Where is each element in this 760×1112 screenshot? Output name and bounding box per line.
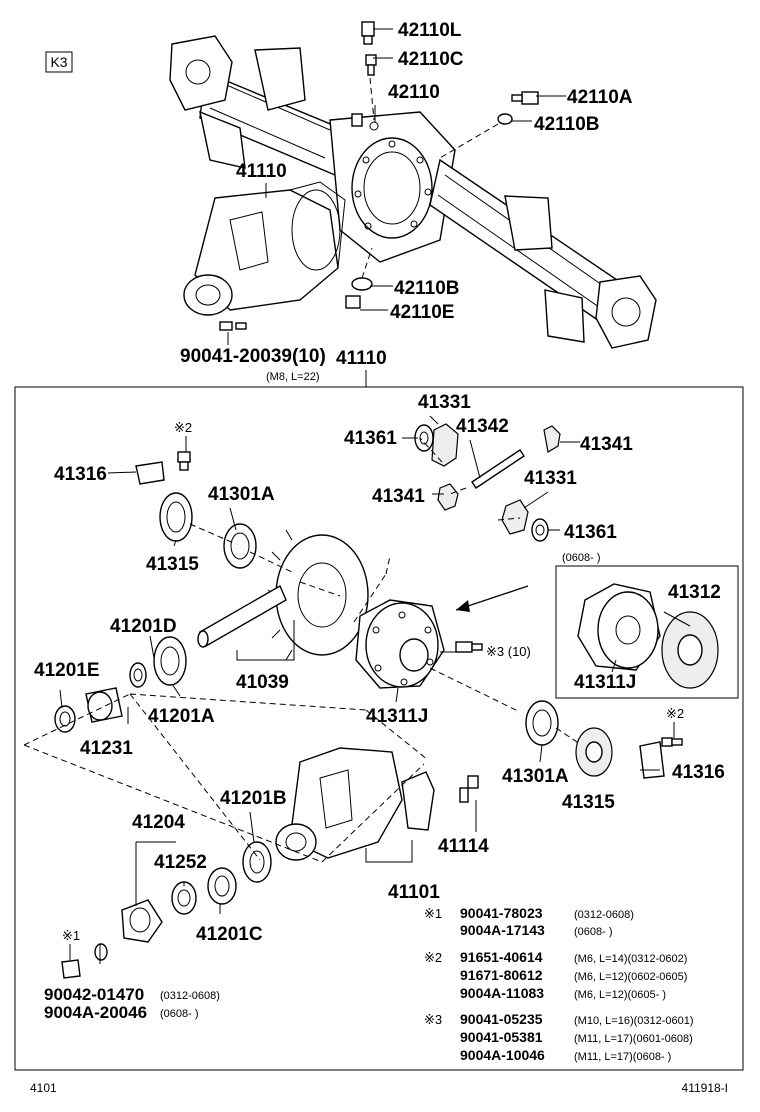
note2-spec-0: (M6, L=14)(0312-0602) xyxy=(574,953,687,965)
badge-k3: K3 xyxy=(50,54,67,70)
diff-case-41311J-drawing xyxy=(355,599,483,689)
label-41114: 41114 xyxy=(438,836,489,857)
label-42110A: 42110A xyxy=(567,87,633,108)
note1-pn-1: 9004A-17143 xyxy=(460,922,545,938)
label-41316-left: 41316 xyxy=(54,464,107,485)
upper-leaders xyxy=(227,28,566,345)
label-42110: 42110 xyxy=(388,82,440,103)
note3-pn-2: 9004A-10046 xyxy=(460,1047,545,1063)
label-41201C: 41201C xyxy=(196,924,263,945)
note-2-right: ※2 xyxy=(666,706,684,721)
label-41201D: 41201D xyxy=(110,616,177,637)
label-42110B-top: 42110B xyxy=(534,114,600,135)
note-mark-2: ※2 xyxy=(424,950,442,965)
label-41315-top: 41315 xyxy=(146,554,199,575)
label-41341-right: 41341 xyxy=(580,434,633,455)
date-0608: (0608- ) xyxy=(562,552,601,564)
inset-41311J-41312-drawing xyxy=(577,583,719,689)
note3-spec-1: (M11, L=17)(0601-0608) xyxy=(574,1033,693,1045)
badge-frame xyxy=(45,51,73,73)
label-41201B: 41201B xyxy=(220,788,287,809)
label-bolt-90041-20039: 90041-20039(10) xyxy=(180,346,326,367)
note3-spec-0: (M10, L=16)(0312-0601) xyxy=(574,1015,694,1027)
inset-frame xyxy=(555,565,739,699)
box-title-41110: 41110 xyxy=(336,348,387,369)
note2-pn-1: 91671-80612 xyxy=(460,967,543,983)
label-9004A-20046-date: (0608- ) xyxy=(160,1008,199,1020)
note2-spec-1: (M6, L=12)(0602-0605) xyxy=(574,971,687,983)
label-41101: 41101 xyxy=(388,882,440,903)
label-41201A: 41201A xyxy=(148,706,215,727)
note1-spec-1: (0608- ) xyxy=(574,926,613,938)
bearing-41301A-top-drawing xyxy=(159,492,257,569)
note-1-left: ※1 xyxy=(62,928,80,943)
label-41361-top: 41361 xyxy=(344,428,397,449)
note3-pn-0: 90041-05235 xyxy=(460,1011,543,1027)
lower-leaders xyxy=(59,415,691,964)
note2-pn-0: 91651-40614 xyxy=(460,949,543,965)
label-41316-right: 41316 xyxy=(672,762,725,783)
axle-housing-drawing xyxy=(169,35,657,349)
label-9004A-20046: 9004A-20046 xyxy=(44,1003,147,1022)
label-42110L: 42110L xyxy=(398,20,462,41)
note1-pn-0: 90041-78023 xyxy=(460,905,543,921)
label-41301A-bottom: 41301A xyxy=(502,766,569,787)
dashed-assembly-lines xyxy=(23,693,429,863)
label-41312: 41312 xyxy=(668,582,721,603)
label-41311J-inset: 41311J xyxy=(574,672,636,693)
arrow-head xyxy=(456,600,470,612)
exploded-view-frame xyxy=(14,386,744,1071)
vent-plug-parts xyxy=(219,21,539,331)
note2-pn-2: 9004A-11083 xyxy=(460,985,544,1001)
bearing-pinion-stack-drawing xyxy=(54,636,187,733)
label-41341-left: 41341 xyxy=(372,486,425,507)
note3-spec-2: (M11, L=17)(0608- ) xyxy=(574,1051,671,1063)
note-mark-1: ※1 xyxy=(424,906,442,921)
label-41331-top: 41331 xyxy=(418,392,471,413)
label-90042-date: (0312-0608) xyxy=(160,990,220,1002)
bracket-41316-left-drawing xyxy=(135,451,191,485)
label-41315-bottom: 41315 xyxy=(562,792,615,813)
note-2-left: ※2 xyxy=(174,420,192,435)
note2-spec-2: (M6, L=12)(0605- ) xyxy=(574,989,666,1001)
label-90042-01470: 90042-01470 xyxy=(44,985,144,1004)
note-mark-3: ※3 xyxy=(424,1012,442,1027)
label-41342: 41342 xyxy=(456,416,509,437)
label-bolt-spec: (M8, L=22) xyxy=(266,371,320,383)
front-bearing-flange-drawing xyxy=(61,841,272,979)
label-42110E: 42110E xyxy=(390,302,454,323)
note3-pn-1: 90041-05381 xyxy=(460,1029,543,1045)
label-41201E: 41201E xyxy=(34,660,100,681)
ring-pinion-41039-drawing xyxy=(197,529,369,661)
notes-table: ※1 90041-78023 (0312-0608) 9004A-17143 (… xyxy=(424,905,694,1063)
carrier-41110-drawing xyxy=(183,181,346,316)
bearing-41301A-bottom-drawing xyxy=(525,700,683,779)
note1-spec-0: (0312-0608) xyxy=(574,909,634,921)
label-42110C: 42110C xyxy=(398,49,464,70)
label-41361-mid: 41361 xyxy=(564,522,617,543)
carrier-housing-41101-drawing xyxy=(275,747,479,861)
footer-left-code: 4101 xyxy=(30,1081,57,1095)
label-41311J: 41311J xyxy=(366,706,428,727)
label-41039: 41039 xyxy=(236,672,289,693)
diff-gears-drawing xyxy=(414,423,561,542)
label-41301A-top: 41301A xyxy=(208,484,275,505)
label-41110-upper: 41110 xyxy=(236,161,287,182)
label-41231: 41231 xyxy=(80,738,133,759)
label-41252: 41252 xyxy=(154,852,207,873)
label-41204: 41204 xyxy=(132,812,185,833)
dashed-alignment-lines xyxy=(189,437,581,745)
label-42110B-bottom: 42110B xyxy=(394,278,460,299)
label-41331-mid: 41331 xyxy=(524,468,577,489)
footer-right-code: 411918-I xyxy=(682,1081,728,1095)
label-bolt-note3: ※3 (10) xyxy=(486,644,531,659)
